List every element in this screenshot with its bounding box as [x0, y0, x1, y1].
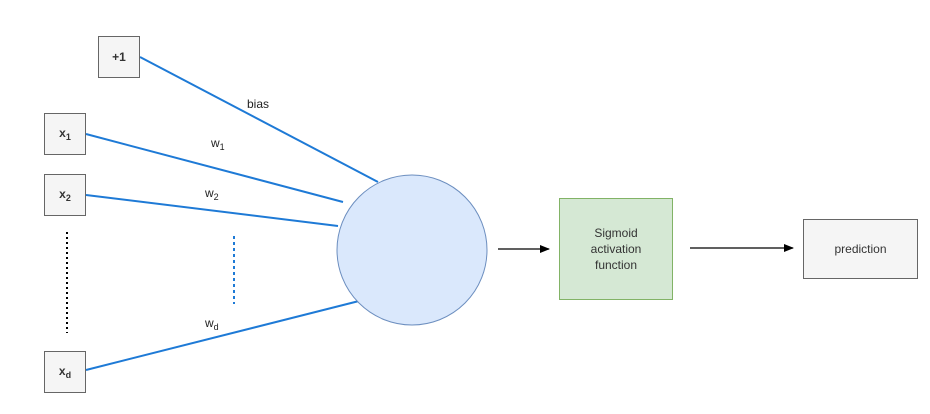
edge-x2 [85, 194, 339, 227]
prediction-box: prediction [803, 219, 918, 279]
x1-label: x1 [59, 126, 71, 142]
edge-bias [139, 56, 379, 183]
w1-weight-label: w1 [211, 136, 225, 152]
sigmoid-activation-box: Sigmoid activation function [559, 198, 673, 300]
xd-label: xd [58, 364, 72, 380]
bias-weight-label: bias [247, 97, 270, 111]
w2-weight-label: w2 [205, 186, 219, 202]
bias-input-label: +1 [112, 50, 126, 64]
activation-line-1: Sigmoid [594, 226, 638, 240]
edge-xd [85, 300, 360, 371]
wd-weight-label: wd [205, 316, 219, 332]
x1-input-box: x1 [44, 113, 86, 155]
xd-input-box: xd [44, 351, 86, 393]
neuron-circle [336, 174, 488, 326]
x2-label: x2 [59, 187, 71, 203]
bias-input-box: +1 [98, 36, 140, 78]
prediction-label: prediction [834, 242, 887, 256]
x2-input-box: x2 [44, 174, 86, 216]
edge-x1 [85, 133, 344, 203]
activation-line-3: function [594, 258, 638, 272]
activation-line-2: activation [590, 242, 642, 256]
